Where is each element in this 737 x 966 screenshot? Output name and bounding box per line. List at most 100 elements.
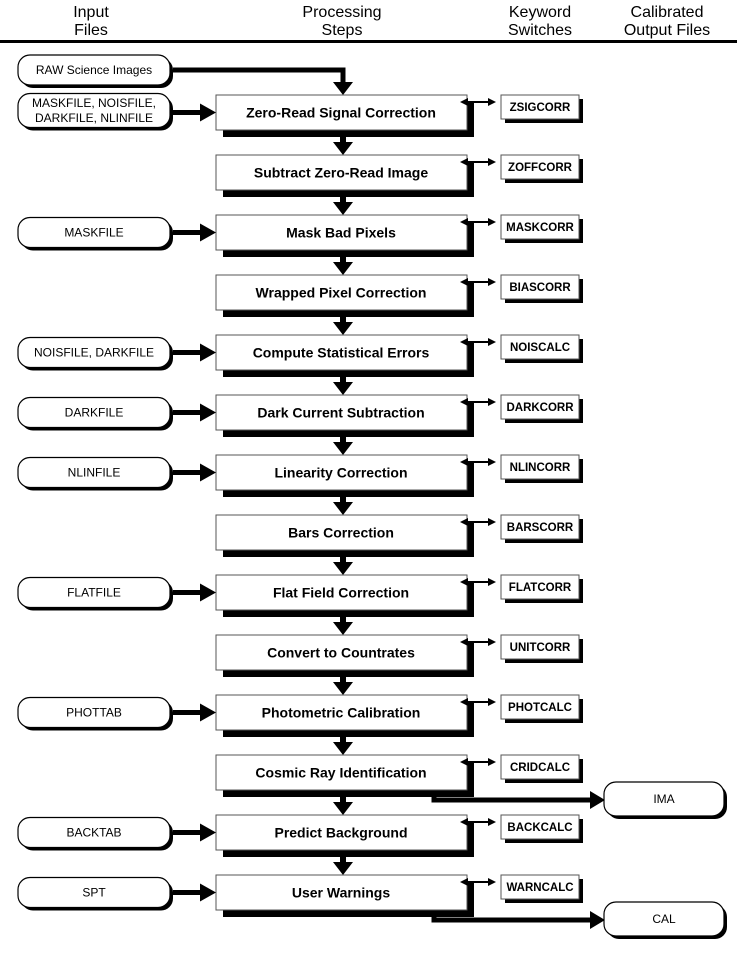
- box: [17, 92, 171, 129]
- keyword-box: [500, 394, 580, 420]
- step-box: [215, 454, 468, 491]
- input-file-6: NLINFILE: [17, 456, 216, 491]
- input-file-13: SPT: [17, 876, 216, 911]
- input-arrowhead: [200, 463, 216, 482]
- input-file-12: BACKTAB: [17, 816, 216, 851]
- box: [17, 396, 171, 429]
- down-arrow: [333, 382, 353, 395]
- output-cal: CAL: [431, 901, 727, 939]
- keyword-switch-photcalc: PHOTCALC: [508, 702, 572, 714]
- keyword-switch-unitcorr: UNITCORR: [510, 642, 571, 654]
- input-arrow-shaft: [173, 590, 203, 595]
- output-file-label: IMA: [653, 792, 674, 806]
- flow-connector: [340, 377, 346, 383]
- keyword-switch-maskcorr: MASKCORR: [506, 222, 574, 234]
- input-file-label: MASKFILE: [64, 226, 123, 240]
- step-label: Linearity Correction: [274, 465, 407, 481]
- input-arrow-shaft: [173, 890, 203, 895]
- input-arrowhead: [200, 223, 216, 242]
- flow-connector: [340, 857, 346, 863]
- down-arrow: [333, 682, 353, 695]
- flow-connector: [340, 617, 346, 623]
- input-arrowhead: [200, 883, 216, 902]
- step-label: Zero-Read Signal Correction: [246, 105, 436, 121]
- step-linearity-correction: Linearity Correction NLINCORR NLINFILE: [17, 454, 583, 515]
- down-arrow: [333, 562, 353, 575]
- input-file-label: DARKFILE, NLINFILE: [35, 111, 153, 125]
- header-keyword: Keyword: [509, 4, 571, 21]
- step-box: [215, 814, 468, 851]
- arrowhead: [333, 82, 353, 95]
- flow-connector: [340, 737, 346, 743]
- keyword-box: [500, 694, 580, 720]
- raw-input-label: RAW Science Images: [36, 63, 152, 77]
- input-arrow-shaft: [173, 230, 203, 235]
- flow-connector: [340, 497, 346, 503]
- flow-connector: [340, 557, 346, 563]
- step-box: [215, 394, 468, 431]
- input-arrowhead: [200, 583, 216, 602]
- input-arrow-shaft: [173, 410, 203, 415]
- box: [17, 576, 171, 609]
- header-keyword-2: Switches: [508, 22, 572, 39]
- down-arrow: [333, 622, 353, 635]
- header-output: Calibrated: [631, 4, 704, 21]
- step-box: [215, 634, 468, 671]
- input-file-label: FLATFILE: [67, 586, 121, 600]
- input-file-label: PHOTTAB: [66, 706, 122, 720]
- input-file-label: MASKFILE, NOISFILE,: [32, 96, 156, 110]
- down-arrow: [333, 502, 353, 515]
- keyword-switch-noiscalc: NOISCALC: [510, 342, 570, 354]
- input-raw-science-images: RAW Science Images: [17, 54, 353, 95]
- down-arrow: [333, 742, 353, 755]
- input-file-4: NOISFILE, DARKFILE: [17, 336, 216, 371]
- box: [17, 696, 171, 729]
- header-processing-2: Steps: [322, 22, 363, 39]
- keyword-box: [500, 514, 580, 540]
- step-label: Cosmic Ray Identification: [255, 765, 426, 781]
- flow-connector: [340, 797, 346, 803]
- step-box: [215, 154, 468, 191]
- keyword-switch-zsigcorr: ZSIGCORR: [510, 102, 571, 114]
- step-label: Compute Statistical Errors: [253, 345, 430, 361]
- keyword-box: [500, 814, 580, 840]
- input-file-label: NLINFILE: [68, 466, 121, 480]
- step-box: [215, 514, 468, 551]
- keyword-switch-darkcorr: DARKCORR: [506, 402, 574, 414]
- step-label: Dark Current Subtraction: [257, 405, 424, 421]
- output-arrowhead: [590, 791, 605, 809]
- input-file-label: DARKFILE: [65, 406, 124, 420]
- flow-connector: [340, 437, 346, 443]
- down-arrow: [333, 322, 353, 335]
- input-arrow-shaft: [173, 830, 203, 835]
- header-processing: Processing: [302, 4, 381, 21]
- keyword-box: [500, 754, 580, 780]
- flow-connector: [340, 317, 346, 323]
- input-file-5: DARKFILE: [17, 396, 216, 431]
- flow-connector: [340, 137, 346, 143]
- box: [603, 781, 725, 817]
- keyword-switch-nlincorr: NLINCORR: [510, 462, 571, 474]
- input-arrowhead: [200, 823, 216, 842]
- step-zero-read-signal-correction: Zero-Read Signal Correction ZSIGCORR MASKF…: [17, 92, 583, 155]
- step-label: Subtract Zero-Read Image: [254, 165, 428, 181]
- input-arrowhead: [200, 703, 216, 722]
- step-label: Predict Background: [274, 825, 407, 841]
- keyword-box: [500, 94, 580, 120]
- input-file-0: MASKFILE, NOISFILE,DARKFILE, NLINFILE: [17, 92, 216, 131]
- step-box: [215, 94, 468, 131]
- output-arrow-shaft: [431, 797, 592, 803]
- box: [17, 456, 171, 489]
- input-arrowhead: [200, 343, 216, 362]
- input-arrow-shaft: [173, 110, 203, 115]
- input-file-8: FLATFILE: [17, 576, 216, 611]
